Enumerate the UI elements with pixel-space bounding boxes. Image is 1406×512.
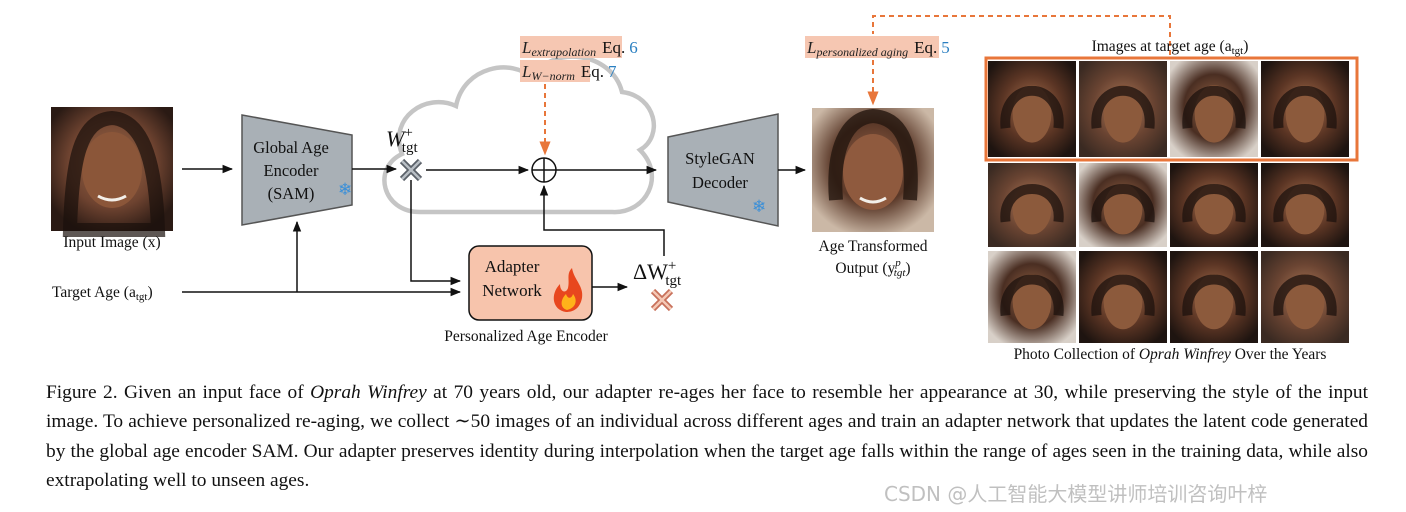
photo-hair	[1000, 184, 1064, 223]
decoder-frozen-snowflake-icon: ❄	[752, 197, 766, 217]
photo-face	[1194, 274, 1234, 330]
target-age-highlight-box	[984, 56, 1359, 162]
photo-hair	[1182, 85, 1246, 129]
photo-hair	[1273, 85, 1337, 129]
decoder-label-line2: Decoder	[692, 173, 748, 192]
photo-collection-grid	[988, 61, 1349, 343]
sum-node-icon	[531, 157, 557, 183]
photo-hair	[1273, 274, 1337, 316]
photo-hair	[1000, 85, 1064, 129]
latent-code-label: W+tgt	[386, 125, 418, 156]
photo-hair	[1091, 274, 1155, 316]
latent-node-cross-icon	[399, 158, 423, 182]
photo-hair	[1091, 184, 1155, 223]
photo-hair	[1273, 184, 1337, 223]
photo-hair	[1182, 274, 1246, 316]
photo-face	[1285, 274, 1325, 330]
photo-face	[1103, 184, 1143, 235]
target-images-label: Images at target age (atgt)	[1092, 38, 1249, 57]
photo-hair	[1182, 184, 1246, 223]
delta-node-cross-icon	[650, 288, 674, 312]
photo-hair	[1091, 85, 1155, 129]
input-image-label: Input Image (x)	[63, 234, 160, 251]
photo-collection-label: Photo Collection of Oprah Winfrey Over t…	[1014, 346, 1327, 363]
photo-face	[1012, 274, 1052, 330]
watermark: CSDN @人工智能大模型讲师培训咨询叶梓	[884, 482, 1268, 506]
trainable-flame-icon	[553, 268, 583, 312]
target-age-label: Target Age (atgt)	[52, 284, 153, 303]
extrapolation-loss-highlight	[520, 36, 622, 58]
wnorm-loss-highlight	[520, 60, 590, 82]
photo-face	[1285, 85, 1325, 143]
personalized-loss-highlight	[805, 36, 939, 58]
encoder-label-line3: (SAM)	[268, 184, 315, 203]
input-image	[51, 107, 173, 237]
output-label-line1: Age Transformed	[819, 238, 928, 255]
delta-to-sum-arrow	[539, 184, 665, 256]
global-age-encoder-block	[241, 114, 353, 226]
frozen-snowflake-icon: ❄	[338, 180, 352, 200]
target-images-to-loss-dashed-line	[872, 15, 1171, 55]
photo-face	[1012, 85, 1052, 143]
figure-caption: Figure 2. Given an input face of Oprah W…	[46, 382, 1368, 491]
photo-face	[1194, 85, 1234, 143]
decoder-label-line1: StyleGAN	[685, 149, 755, 168]
personalized-age-encoder-label: Personalized Age Encoder	[444, 328, 608, 345]
method-diagram: Input Image (x) Target Age (atgt) Global…	[51, 15, 1359, 363]
delta-latent-label: ΔW+tgt	[633, 258, 682, 289]
encoder-label-line1: Global Age	[253, 138, 329, 157]
encoder-label-line2: Encoder	[264, 161, 319, 180]
adapter-label-line1: Adapter	[485, 257, 540, 276]
output-image	[812, 108, 934, 232]
photo-face	[1103, 85, 1143, 143]
stylegan-decoder-block	[667, 113, 779, 227]
photo-face	[1285, 184, 1325, 235]
adapter-label-line2: Network	[482, 281, 542, 300]
photo-hair	[1000, 274, 1064, 316]
photo-face	[1012, 184, 1052, 235]
latent-to-adapter-arrow	[410, 180, 462, 286]
photo-face	[1194, 184, 1234, 235]
photo-face	[1103, 274, 1143, 330]
